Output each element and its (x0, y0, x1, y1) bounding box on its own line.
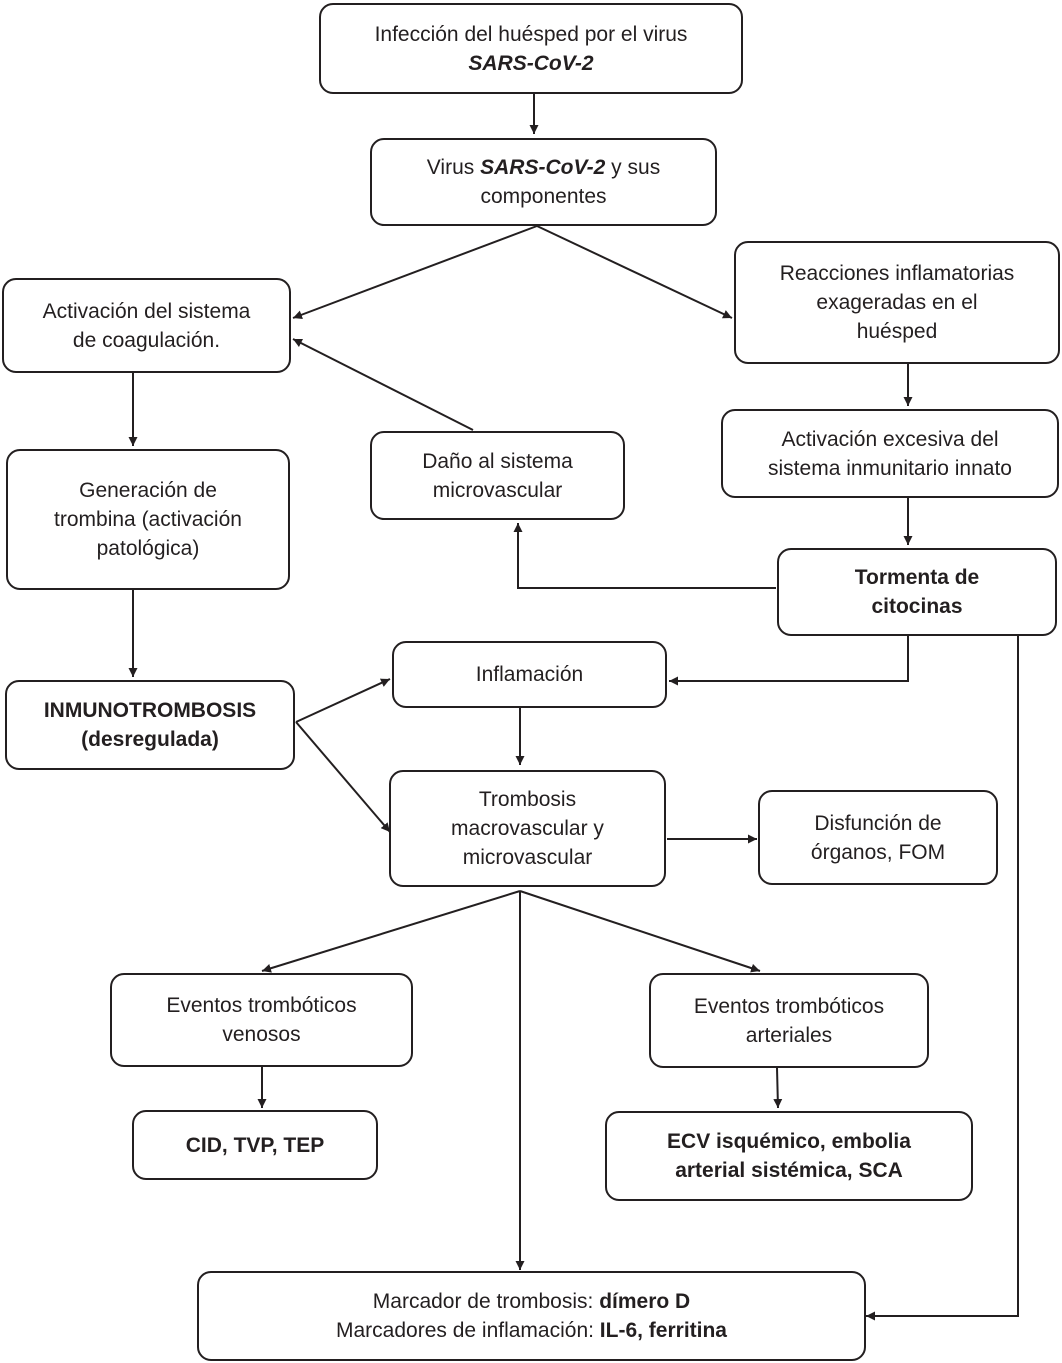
node-virus-line2: componentes (480, 185, 607, 208)
arrow-inmunotrombosis-inflamacion (295, 678, 391, 723)
node-tormenta-citocinas: Tormenta de citocinas (777, 548, 1057, 636)
node-inflamacion-line1: Inflamación (475, 663, 584, 686)
node-trombosis-line3: microvascular (462, 846, 593, 869)
marcador-inflamacion-value: IL-6, ferritina (599, 1319, 727, 1342)
arrow-virus-coagulacion (292, 225, 538, 320)
node-tormenta-line2: citocinas (871, 595, 963, 618)
node-activacion-inmune: Activación excesiva del sistema inmunita… (721, 409, 1059, 498)
node-ecv-line1: ECV isquémico, embolia (667, 1130, 911, 1153)
node-marcadores: Marcador de trombosis: dímero D Marcador… (197, 1271, 866, 1361)
node-infeccion-line1: Infección del huésped por el virus (374, 22, 688, 46)
node-activacion-coagulacion: Activación del sistema de coagulación. (2, 278, 291, 373)
marcador-inflamacion-label: Marcadores de inflamación: (336, 1319, 600, 1342)
node-ecv-embolia-sca: ECV isquémico, embolia arterial sistémic… (605, 1111, 973, 1201)
arrow-tormenta-inflamacion (669, 636, 909, 686)
node-tormenta-line1: Tormenta de (854, 566, 980, 589)
node-trombosis-line2: macrovascular y (451, 817, 604, 840)
node-trombosis-line1: Trombosis (478, 788, 577, 811)
node-venosos-line1: Eventos trombóticos (166, 994, 357, 1017)
node-reacciones-line1: Reacciones inflamatorias (779, 262, 1015, 285)
node-dano-microvascular: Daño al sistema microvascular (370, 431, 625, 520)
arrow-inmunotrombosis-trombosis (295, 721, 391, 833)
node-dano-line1: Daño al sistema (422, 449, 573, 473)
node-generacion-line3: patológica) (96, 537, 200, 560)
node-trombosis: Trombosis macrovascular y microvascular (389, 770, 666, 887)
node-inflamacion: Inflamación (392, 641, 667, 708)
node-infeccion-virus-name: SARS-CoV-2 (468, 51, 594, 75)
node-disfuncion-organos: Disfunción de órganos, FOM (758, 790, 998, 885)
node-virus-name: SARS-CoV-2 (480, 156, 606, 179)
arrow-tormenta-marcadores (866, 636, 1019, 1321)
node-venosos-line2: venosos (222, 1023, 301, 1046)
arrow-dano-coagulacion (292, 338, 474, 431)
marcador-trombosis-label: Marcador de trombosis: (372, 1290, 600, 1313)
node-virus-componentes: Virus SARS-CoV-2 y sus componentes (370, 138, 717, 226)
node-inmune-line1: Activación excesiva del (781, 427, 999, 451)
node-arteriales-line2: arteriales (745, 1023, 833, 1047)
node-arteriales-line1: Eventos trombóticos (693, 994, 885, 1018)
arrow-trombosis-arteriales (519, 890, 761, 973)
node-generacion-line2: trombina (activación (54, 508, 242, 531)
node-virus-line1: Virus SARS-CoV-2 y sus (427, 153, 660, 182)
node-eventos-arteriales: Eventos trombóticos arteriales (649, 973, 929, 1068)
node-dano-line2: microvascular (432, 478, 563, 502)
node-cid-tvp-tep: CID, TVP, TEP (132, 1110, 378, 1180)
arrow-trombosis-venosos (261, 890, 521, 973)
marcador-trombosis-value: dímero D (599, 1290, 691, 1313)
node-cid-line1: CID, TVP, TEP (185, 1133, 325, 1157)
node-disfuncion-line2: órganos, FOM (810, 840, 946, 864)
node-marcadores-line1: Marcador de trombosis: dímero D (336, 1287, 727, 1316)
node-infeccion-huesped: Infección del huésped por el virus SARS-… (319, 3, 743, 94)
arrow-arteriales-ecv (773, 1067, 783, 1109)
node-inmune-line2: sistema inmunitario innato (768, 456, 1012, 480)
node-coagulacion-line2: de coagulación. (72, 328, 221, 352)
node-generacion-line1: Generación de (79, 479, 217, 502)
node-generacion-trombina: Generación de trombina (activación patol… (6, 449, 290, 590)
node-marcadores-line2: Marcadores de inflamación: IL-6, ferriti… (336, 1316, 727, 1345)
node-ecv-line2: arterial sistémica, SCA (675, 1159, 903, 1182)
node-disfuncion-line1: Disfunción de (814, 811, 942, 835)
node-inmunotrombosis-line1: INMUNOTROMBOSIS (43, 699, 257, 722)
node-virus-pre: Virus (426, 156, 481, 179)
arrow-virus-reacciones (536, 225, 733, 319)
node-coagulacion-line1: Activación del sistema (42, 299, 251, 323)
arrow-tormenta-dano (513, 523, 776, 589)
node-reacciones-line2: exageradas en el (816, 291, 978, 314)
node-inmunotrombosis: INMUNOTROMBOSIS (desregulada) (5, 680, 295, 770)
node-reacciones-inflamatorias: Reacciones inflamatorias exageradas en e… (734, 241, 1060, 364)
node-virus-post: y sus (605, 156, 661, 179)
node-eventos-venosos: Eventos trombóticos venosos (110, 973, 413, 1067)
node-reacciones-line3: huésped (856, 320, 938, 343)
node-inmunotrombosis-line2: (desregulada) (81, 728, 219, 751)
